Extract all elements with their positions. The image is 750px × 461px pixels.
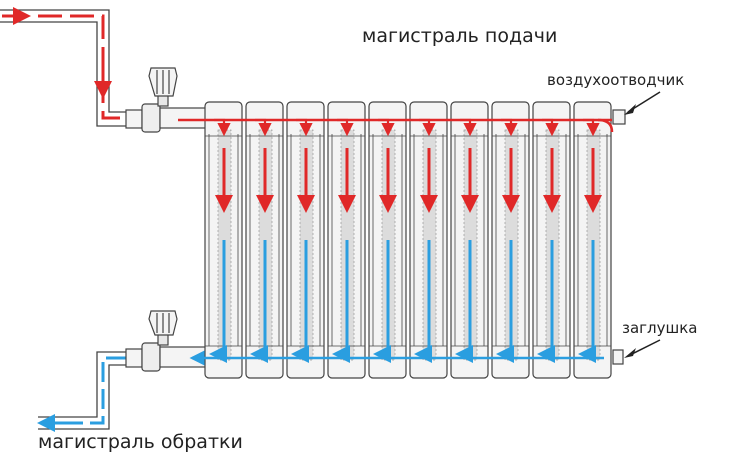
cold-down-arrow — [496, 240, 514, 363]
air-vent-label: воздухоотводчик — [547, 71, 685, 89]
plug-label: заглушка — [622, 319, 698, 337]
cold-down-arrow — [537, 240, 555, 363]
cold-down-arrow — [250, 240, 268, 363]
collector-return-flow — [189, 240, 604, 366]
air-vent-pointer — [624, 91, 661, 115]
return-valve — [125, 310, 207, 372]
supply-valve — [125, 67, 207, 133]
cold-down-arrow — [455, 240, 473, 363]
supply-collector-end — [597, 118, 614, 133]
return-pipe — [38, 351, 128, 430]
return-flow — [37, 356, 126, 432]
return-main-label: магистраль обратки — [38, 431, 243, 453]
supply-pipe — [0, 9, 128, 127]
plug-pointer — [624, 339, 661, 358]
collector-supply-flow — [178, 118, 614, 213]
cold-down-arrow — [414, 240, 432, 363]
air-vent — [612, 109, 626, 125]
radiator-sections — [204, 101, 612, 379]
end-plug — [612, 349, 624, 365]
cold-down-arrow — [578, 240, 596, 363]
cold-down-arrow — [332, 240, 350, 363]
cold-down-arrow — [373, 240, 391, 363]
supply-flow — [2, 7, 126, 120]
cold-down-arrow — [291, 240, 309, 363]
supply-main-label: магистраль подачи — [362, 25, 558, 47]
cold-down-arrow — [209, 240, 227, 363]
